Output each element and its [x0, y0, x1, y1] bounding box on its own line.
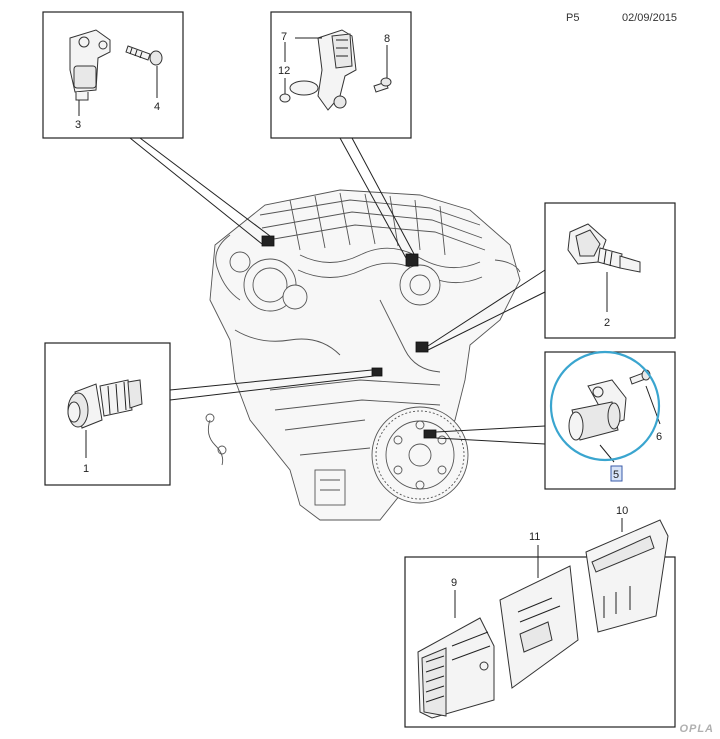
callout-12-label: 12: [278, 65, 290, 77]
part-5-crankshaft-sensor[interactable]: [568, 379, 627, 441]
part-9-ecu[interactable]: [417, 617, 495, 719]
callout-box-3-4: 3 4: [42, 11, 184, 139]
part-8-screw[interactable]: [373, 77, 392, 93]
part-10-shield[interactable]: [585, 519, 669, 633]
callout-8-label: 8: [384, 33, 390, 45]
callout-6-label: 6: [656, 431, 662, 443]
part-4-bolt[interactable]: [125, 45, 163, 66]
callout-box-5-6: 5 6: [544, 350, 676, 490]
part-2-coolant-temp-sensor[interactable]: [567, 223, 641, 273]
callout-box-2: 2: [544, 202, 676, 339]
page-ref: P5: [566, 12, 580, 24]
callout-box-7-8-12: 7 12 8: [270, 11, 412, 139]
callout-4-label: 4: [154, 101, 160, 113]
callout-5-highlight: [610, 465, 623, 482]
diagram-date: 02/09/2015: [622, 12, 678, 24]
part-1-oil-pressure-sensor[interactable]: [67, 379, 143, 429]
leader-lines: [129, 137, 546, 445]
part-7-map-sensor[interactable]: [289, 29, 357, 111]
callout-11-label: 11: [529, 531, 540, 543]
part-3-camshaft-sensor[interactable]: [69, 29, 111, 101]
callout-2-label: 2: [604, 317, 610, 329]
watermark-logo: OPLA: [679, 723, 714, 735]
callout-10-label: 10: [616, 505, 628, 517]
callout-7-label: 7: [281, 31, 287, 43]
callout-9-label: 9: [451, 577, 457, 589]
callout-box-9-10-11: 9 11 10: [404, 505, 676, 728]
engine-illustration: [205, 189, 521, 521]
callout-3-label: 3: [75, 119, 81, 131]
callout-1-label: 1: [83, 463, 89, 475]
part-11-cover[interactable]: [499, 565, 579, 689]
part-12-o-ring[interactable]: [279, 93, 291, 103]
highlight-ring: [549, 350, 661, 462]
callout-box-1: 1: [44, 342, 171, 486]
callout-5-label: 5: [613, 469, 619, 481]
